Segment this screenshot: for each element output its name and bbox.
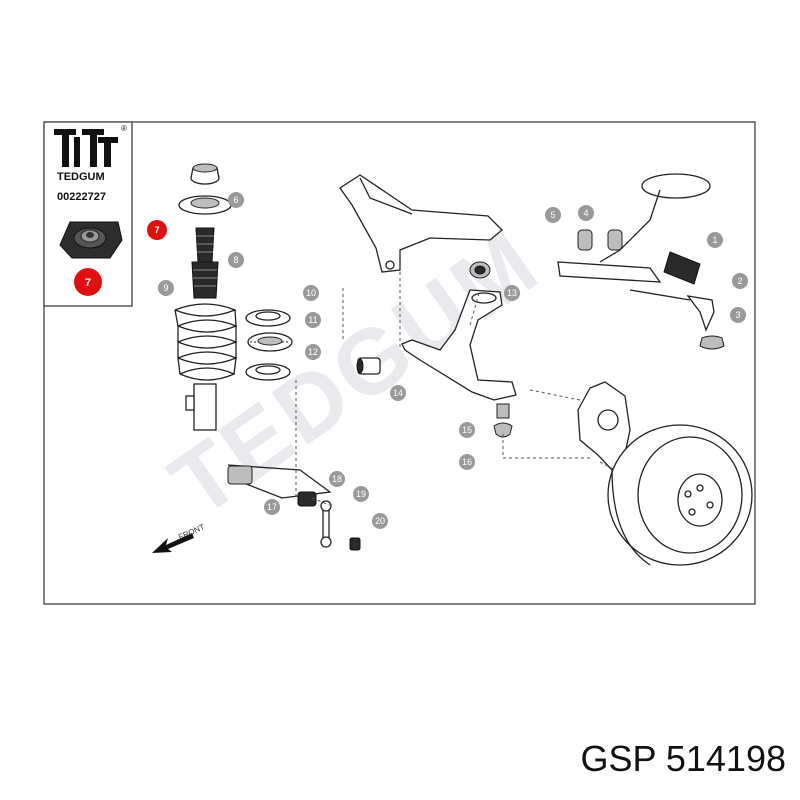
svg-text:9: 9 xyxy=(163,283,168,293)
strut-mount-image xyxy=(59,221,123,259)
leader-lines xyxy=(295,272,616,507)
tedgum-logo xyxy=(54,129,118,167)
highlight-number: 7 xyxy=(85,277,91,289)
brand-box: ® TEDGUM 00222727 7 xyxy=(43,121,133,307)
callout-18: 18 xyxy=(329,471,345,487)
lower-arm xyxy=(401,289,517,401)
bearing-stack xyxy=(245,309,293,381)
svg-text:7: 7 xyxy=(154,225,159,235)
svg-text:12: 12 xyxy=(308,347,318,357)
svg-text:16: 16 xyxy=(462,457,472,467)
steering-rack xyxy=(557,173,725,350)
svg-text:13: 13 xyxy=(507,288,517,298)
callout-4: 4 xyxy=(578,205,594,221)
svg-text:1: 1 xyxy=(712,235,717,245)
callout-7: 7 xyxy=(147,220,167,240)
callout-8: 8 xyxy=(228,252,244,268)
callout-13: 13 xyxy=(504,285,520,301)
registered-mark: ® xyxy=(121,124,127,133)
part-number: 00222727 xyxy=(57,191,106,203)
highlight-badge xyxy=(74,268,102,296)
svg-text:14: 14 xyxy=(393,388,403,398)
svg-text:8: 8 xyxy=(233,255,238,265)
subframe xyxy=(339,174,503,273)
callout-1: 1 xyxy=(707,232,723,248)
svg-text:3: 3 xyxy=(735,310,740,320)
callout-19: 19 xyxy=(353,486,369,502)
svg-text:6: 6 xyxy=(233,195,238,205)
callout-20: 20 xyxy=(372,513,388,529)
svg-text:5: 5 xyxy=(550,210,555,220)
callout-17: 17 xyxy=(264,499,280,515)
wheel xyxy=(607,424,753,566)
callout-14: 14 xyxy=(390,385,406,401)
arm-bushings xyxy=(356,261,491,375)
product-caption: GSP 514198 xyxy=(580,738,786,779)
strut-assembly xyxy=(174,163,238,431)
callout-2: 2 xyxy=(732,273,748,289)
svg-text:4: 4 xyxy=(583,208,588,218)
callout-10: 10 xyxy=(303,285,319,301)
svg-text:10: 10 xyxy=(306,288,316,298)
svg-text:15: 15 xyxy=(462,425,472,435)
callout-16: 16 xyxy=(459,454,475,470)
callout-15: 15 xyxy=(459,422,475,438)
ball-joint xyxy=(493,403,513,438)
svg-text:11: 11 xyxy=(308,315,317,325)
callout-11: 11 xyxy=(305,312,321,328)
svg-text:17: 17 xyxy=(267,502,277,512)
callout-9: 9 xyxy=(158,280,174,296)
svg-text:2: 2 xyxy=(737,276,742,286)
callout-5: 5 xyxy=(545,207,561,223)
stabilizer-assembly xyxy=(227,464,361,551)
svg-text:18: 18 xyxy=(332,474,342,484)
callout-6: 6 xyxy=(228,192,244,208)
callout-12: 12 xyxy=(305,344,321,360)
brand-name: TEDGUM xyxy=(57,171,105,183)
callout-3: 3 xyxy=(730,307,746,323)
svg-text:20: 20 xyxy=(375,516,385,526)
svg-text:19: 19 xyxy=(356,489,366,499)
